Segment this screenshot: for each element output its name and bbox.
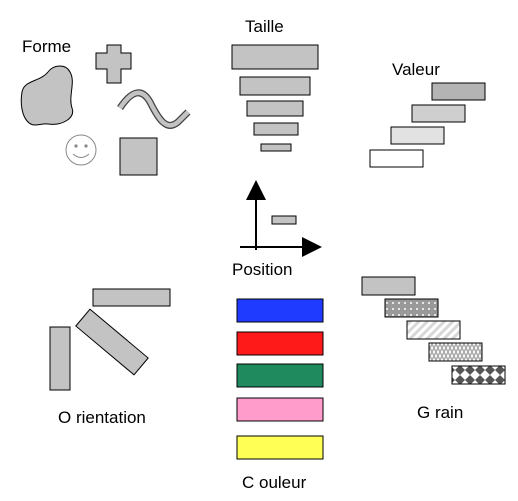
smiley-icon xyxy=(65,134,97,166)
grain-bar xyxy=(361,276,416,296)
grain-label: G rain xyxy=(417,403,463,422)
couleur-group: C ouleur xyxy=(236,298,324,492)
forme-group: Forme xyxy=(20,37,191,176)
grain-bar xyxy=(384,298,439,318)
size-bar xyxy=(253,122,299,136)
square-shape xyxy=(119,137,158,176)
wave-shape-inner xyxy=(118,90,190,128)
position-marker xyxy=(271,215,297,225)
color-swatch xyxy=(236,331,324,356)
color-swatch xyxy=(236,363,324,388)
valeur-label: Valeur xyxy=(392,60,440,79)
orientation-bar-vertical xyxy=(49,326,71,391)
orientation-label: O rientation xyxy=(58,408,146,427)
color-swatch xyxy=(236,298,324,323)
grain-bar xyxy=(451,365,506,385)
position-label: Position xyxy=(232,260,292,279)
color-swatch xyxy=(236,397,324,422)
position-group: Position xyxy=(232,180,322,279)
orientation-bar-horizontal xyxy=(92,288,171,307)
grain-bar xyxy=(406,320,461,340)
color-swatch xyxy=(236,435,324,460)
forme-label: Forme xyxy=(22,37,71,56)
taille-label: Taille xyxy=(245,17,284,36)
orientation-group: O rientation xyxy=(49,288,171,427)
couleur-label: C ouleur xyxy=(242,473,307,492)
taille-group: Taille xyxy=(231,17,319,152)
value-bar xyxy=(390,126,445,145)
size-bar xyxy=(239,76,311,96)
size-bar xyxy=(246,100,304,117)
size-bar xyxy=(231,44,319,70)
orientation-bar-diagonal xyxy=(75,308,149,376)
grain-group: G rain xyxy=(361,276,506,422)
value-bar xyxy=(411,104,466,123)
blob-shape xyxy=(20,65,74,126)
size-bar xyxy=(260,143,292,152)
value-bar xyxy=(431,82,486,101)
grain-bar xyxy=(428,342,483,362)
cross-shape xyxy=(95,44,132,84)
value-bar xyxy=(369,149,424,168)
valeur-group: Valeur xyxy=(369,60,486,168)
